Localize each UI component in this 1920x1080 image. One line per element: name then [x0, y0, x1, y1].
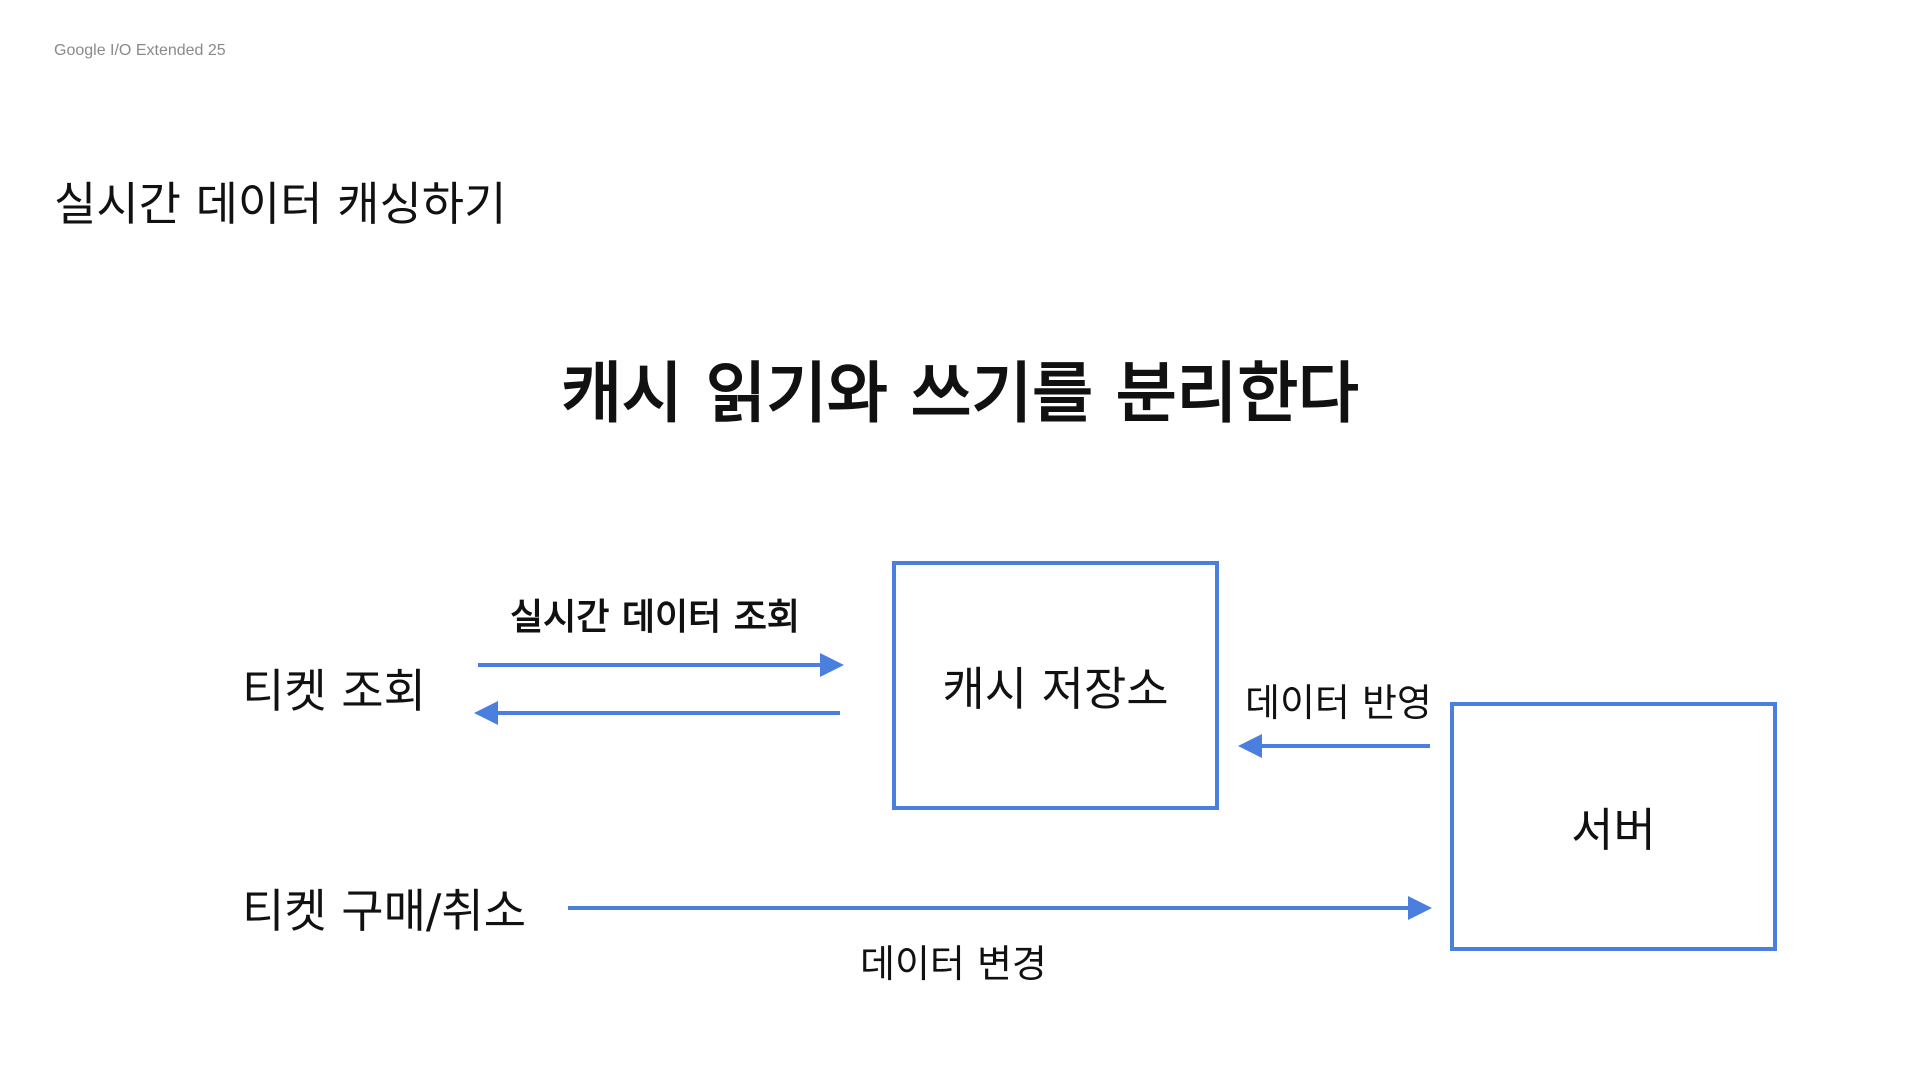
ticket-query-label: 티켓 조회 [242, 664, 426, 718]
event-header: Google I/O Extended 25 [54, 42, 226, 59]
section-title: 실시간 데이터 캐싱하기 [54, 177, 507, 231]
server-label: 서버 [1571, 802, 1656, 857]
cache-store-label: 캐시 저장소 [942, 661, 1169, 716]
realtime-query-label: 실시간 데이터 조회 [510, 597, 801, 638]
data-change-label: 데이터 변경 [860, 942, 1047, 986]
slide-headline: 캐시 읽기와 쓰기를 분리한다 [561, 355, 1359, 432]
data-sync-label: 데이터 반영 [1245, 681, 1432, 725]
ticket-purchase-cancel-label: 티켓 구매/취소 [242, 884, 527, 938]
server-box: 서버 [1450, 702, 1777, 951]
cache-store-box: 캐시 저장소 [892, 561, 1219, 810]
